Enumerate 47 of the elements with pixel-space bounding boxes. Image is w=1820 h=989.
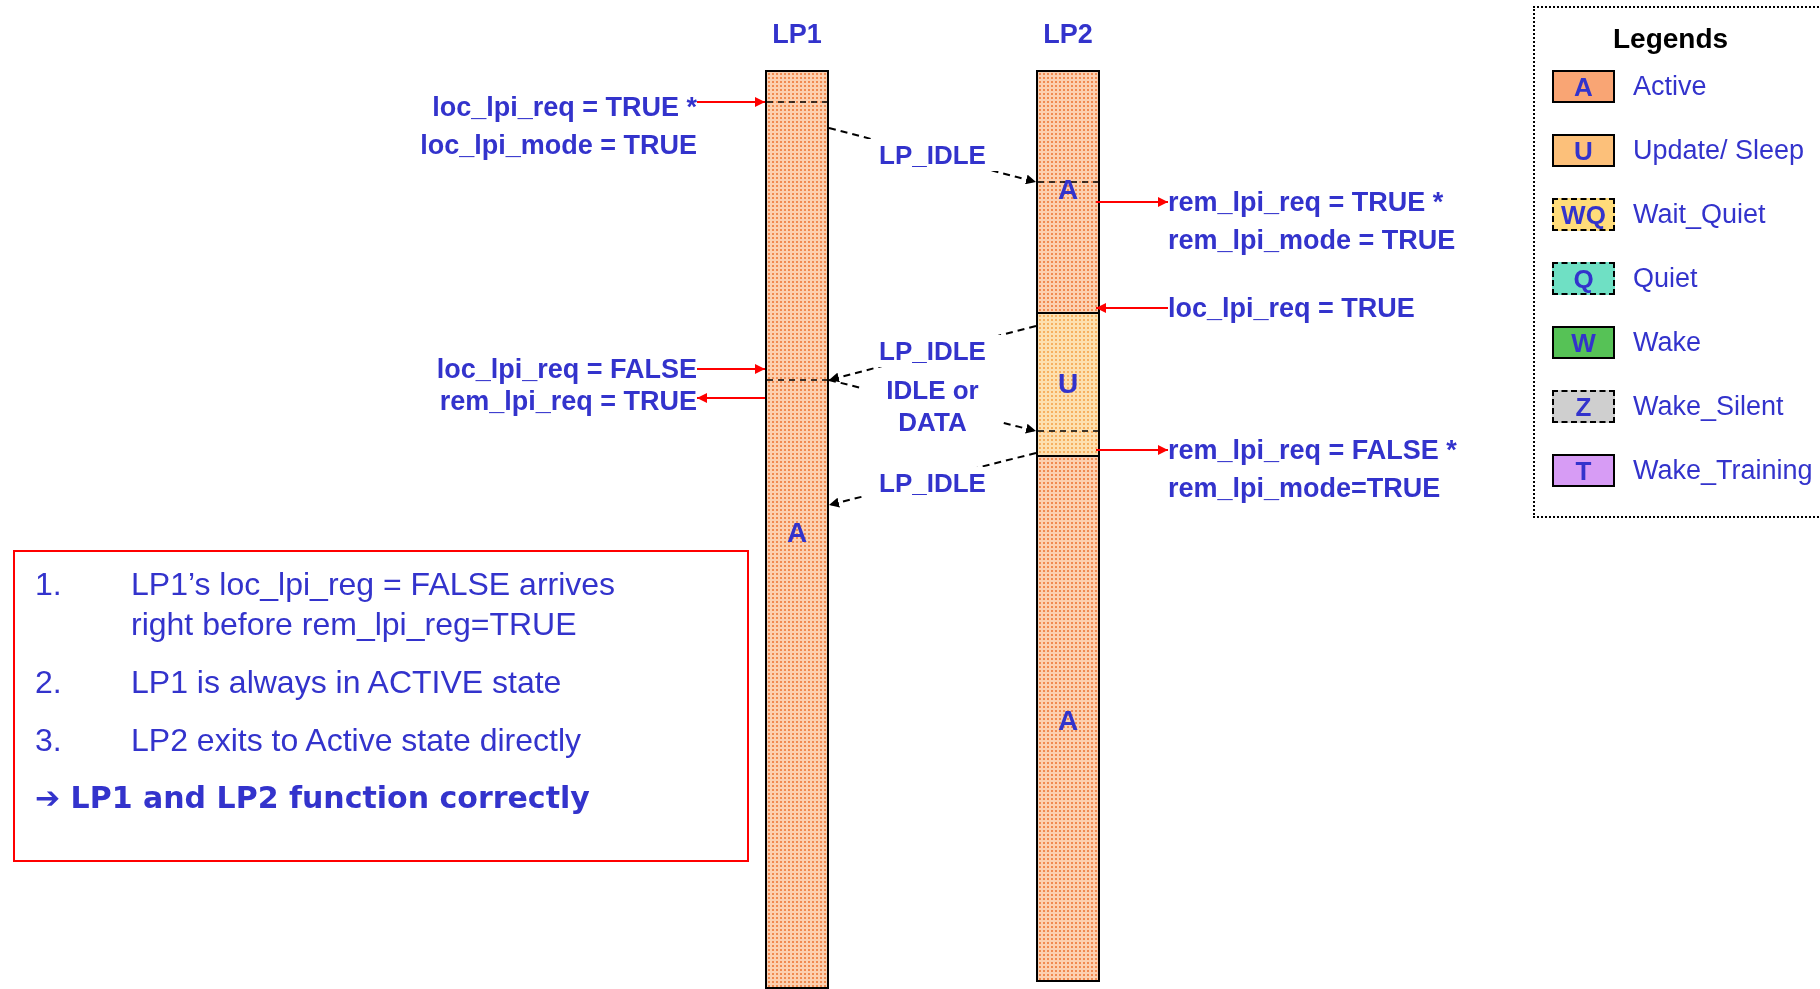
list-number: 1.	[35, 565, 63, 604]
legend-label: Wake	[1633, 330, 1702, 355]
swatch-letter: T	[1575, 456, 1592, 485]
signal-assignment: rem_lpi_mode=TRUE	[1168, 472, 1441, 505]
signal-assignment: rem_lpi_req = TRUE *	[1168, 186, 1444, 219]
legend-label: Wait_Quiet	[1633, 202, 1767, 227]
legend-label: Quiet	[1633, 266, 1699, 291]
state-segment	[1038, 312, 1098, 455]
swatch-letter: U	[1574, 136, 1593, 165]
signal-assignment: rem_lpi_mode = TRUE	[1168, 224, 1456, 257]
swatch-letter: WQ	[1561, 200, 1606, 229]
legend-label: Wake_Training	[1633, 458, 1813, 483]
state-letter: U	[1057, 368, 1079, 400]
note-text: LP2 exits to Active state directly	[131, 721, 582, 760]
note-text: LP1 is always in ACTIVE state	[131, 663, 563, 702]
signal-assignment: loc_lpi_mode = TRUE	[420, 129, 697, 162]
signal-assignment: loc_lpi_req = FALSE	[436, 354, 697, 384]
conclusion-text: ➔ LP1 and LP2 function correctly	[35, 779, 591, 817]
list-number: 2.	[35, 663, 63, 702]
swatch-letter: Q	[1573, 264, 1594, 293]
legend-label: Update/ Sleep	[1633, 138, 1806, 163]
lane-title: LP1	[772, 18, 822, 50]
signal-assignment: loc_lpi_req = TRUE *	[432, 91, 697, 124]
state-segment	[1038, 72, 1098, 312]
arrow	[1095, 197, 1169, 207]
state-letter: A	[786, 517, 808, 549]
swatch-letter: A	[1574, 72, 1593, 101]
legend-label: Active	[1633, 74, 1708, 99]
legend-title: Legends	[1613, 22, 1729, 56]
arrow	[696, 393, 766, 403]
note-text: LP1’s loc_lpi_reg = FALSE arrives right before rem_lpi_reg=TRUE	[131, 565, 617, 644]
legend-label: Wake_Silent	[1633, 394, 1785, 419]
swatch-letter: Z	[1575, 392, 1592, 421]
arrow	[1095, 445, 1169, 455]
state-letter: A	[1057, 705, 1079, 737]
notes-box	[13, 550, 749, 862]
arrow	[696, 364, 766, 374]
list-number: 3.	[35, 721, 63, 760]
signal-assignment: rem_lpi_req = TRUE	[439, 386, 697, 416]
state-letter: A	[1057, 174, 1079, 206]
arrow	[696, 97, 766, 107]
swatch-letter: W	[1571, 328, 1596, 357]
signal-assignment: rem_lpi_req = FALSE *	[1168, 434, 1457, 467]
arrow	[1095, 303, 1169, 313]
lane-title: LP2	[1043, 18, 1093, 50]
signal-assignment: loc_lpi_req = TRUE	[1168, 292, 1415, 325]
state-segment	[1038, 455, 1098, 980]
